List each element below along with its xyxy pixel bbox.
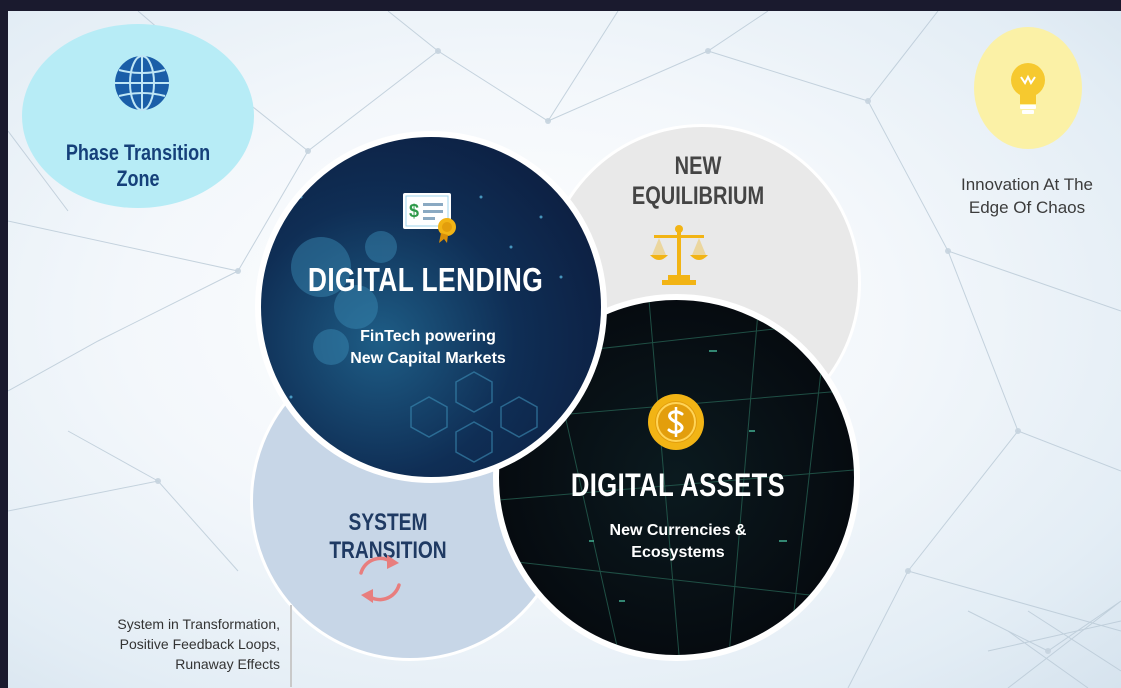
digital-assets-title: DIGITAL ASSETS: [570, 467, 786, 503]
phase-transition-label: Phase Transition Zone: [59, 140, 216, 192]
phase-label-line2: Zone: [116, 166, 160, 191]
digital-lending-subtitle-line1: FinTech powering: [360, 328, 496, 345]
dollar-coin-icon: [648, 394, 704, 450]
world-map-texture: [289, 195, 563, 463]
feedback-note: System in Transformation, Positive Feedb…: [48, 614, 280, 674]
feedback-line3: Runaway Effects: [175, 656, 280, 672]
phase-label-line1: Phase Transition: [65, 140, 211, 165]
refresh-cycle-icon: [359, 555, 401, 603]
new-equilibrium-title: NEW EQUILIBRIUM: [610, 151, 786, 211]
innovation-bulb-circle: [974, 27, 1082, 149]
svg-text:$: $: [409, 201, 419, 221]
feedback-divider: [290, 605, 292, 687]
innovation-label-line2: Edge Of Chaos: [968, 198, 1086, 217]
digital-assets-subtitle-line2: Ecosystems: [631, 544, 725, 561]
digital-lending-circle: [255, 131, 607, 483]
digital-lending-subtitle: FinTech powering New Capital Markets: [308, 326, 548, 370]
scales-icon: [650, 225, 708, 285]
innovation-label: Innovation At The Edge Of Chaos: [934, 173, 1120, 219]
digital-lending-title: DIGITAL LENDING: [307, 261, 544, 298]
network-background: [8, 11, 1121, 688]
digital-assets-subtitle-line1: New Currencies &: [609, 522, 747, 539]
digital-lending-subtitle-line2: New Capital Markets: [350, 350, 506, 367]
digital-assets-subtitle: New Currencies & Ecosystems: [548, 520, 808, 564]
feedback-line1: System in Transformation,: [117, 616, 280, 632]
diagram-canvas: Phase Transition Zone Innovation At The …: [8, 11, 1121, 688]
equilibrium-title-line1: NEW: [674, 152, 722, 180]
certificate-icon: $: [403, 193, 456, 243]
feedback-line2: Positive Feedback Loops,: [119, 636, 280, 652]
globe-icon: [115, 55, 169, 111]
innovation-label-line1: Innovation At The: [960, 175, 1093, 194]
lightbulb-icon: [1011, 63, 1045, 114]
equilibrium-title-line2: EQUILIBRIUM: [631, 182, 765, 210]
phase-transition-zone: Phase Transition Zone: [22, 24, 254, 208]
